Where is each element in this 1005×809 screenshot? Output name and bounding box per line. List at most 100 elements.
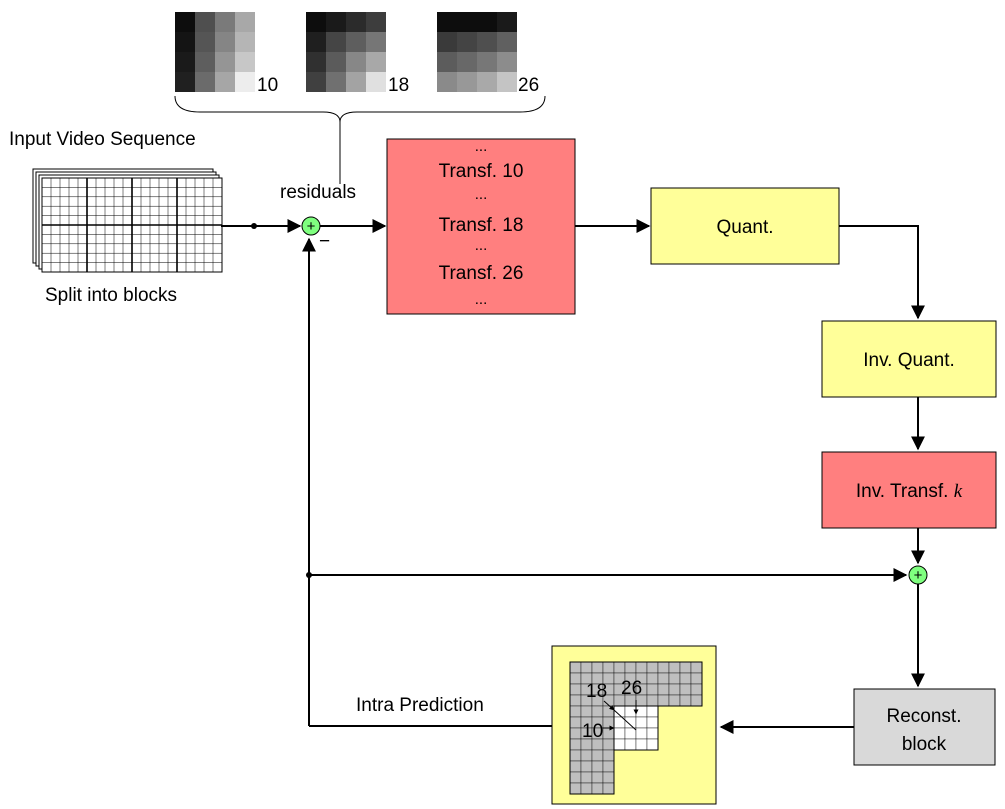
intra-grid-cell [569, 694, 582, 707]
intra-grid-cell [591, 749, 604, 762]
pattern-cell [366, 32, 386, 52]
intra-grid-cell [635, 738, 648, 751]
intra-grid-cell [690, 661, 703, 674]
pattern-cell [457, 72, 477, 92]
intra-grid-cell [679, 672, 692, 685]
intra-mode-10: 10 [582, 721, 603, 742]
pattern-cell [235, 52, 255, 72]
pattern-cell [346, 32, 366, 52]
intra-grid-cell [569, 749, 582, 762]
intra-grid-cell [657, 683, 670, 696]
pattern-cell [346, 52, 366, 72]
intra-grid-cell [646, 705, 659, 718]
pattern-cell [366, 12, 386, 32]
intra-grid-cell [679, 661, 692, 674]
pattern-cell [437, 72, 457, 92]
pattern-10-label: 10 [257, 75, 278, 96]
inv-transform-label: Inv. Transf. k [856, 481, 963, 502]
intra-grid-cell [657, 672, 670, 685]
inv-transform-variable: k [954, 481, 963, 502]
transform-line-3: ... [475, 186, 488, 203]
intra-mode-18: 18 [586, 681, 607, 702]
intra-grid-cell [580, 760, 593, 773]
basis-pattern-10 [175, 12, 255, 92]
pattern-cell [306, 52, 326, 72]
intra-grid-cell [679, 683, 692, 696]
pattern-cell [195, 12, 215, 32]
pattern-cell [497, 72, 517, 92]
pattern-cell [215, 32, 235, 52]
intra-grid-cell [690, 672, 703, 685]
pattern-cell [175, 72, 195, 92]
intra-diagonal [613, 709, 637, 731]
transform-line-6: Transf. 26 [439, 263, 524, 284]
intra-grid-cell [569, 716, 582, 729]
intra-grid-cell [635, 716, 648, 729]
pattern-cell [175, 32, 195, 52]
pattern-cell [366, 72, 386, 92]
intra-grid-cell [613, 661, 626, 674]
pattern-cell [326, 52, 346, 72]
pattern-cell [235, 32, 255, 52]
reconst-line-2: block [902, 734, 947, 755]
pattern-cell [437, 52, 457, 72]
intra-grid-cell [602, 661, 615, 674]
intra-grid-cell [569, 760, 582, 773]
reconst-line-1: Reconst. [887, 706, 962, 727]
intra-grid-cell [657, 694, 670, 707]
intra-grid-cell [624, 738, 637, 751]
adder-plus: + [307, 218, 316, 235]
intra-grid-cell [580, 771, 593, 784]
quant-label: Quant. [716, 217, 773, 238]
intra-grid-cell [646, 738, 659, 751]
intra-grid-cell [569, 705, 582, 718]
transform-line-4: Transf. 18 [439, 215, 524, 236]
pattern-cell [175, 52, 195, 72]
pattern-cell [497, 52, 517, 72]
transform-box [386, 138, 576, 315]
intra-grid-cell [646, 661, 659, 674]
intra-grid-cell [591, 782, 604, 795]
intra-grid-cell [646, 727, 659, 740]
split-blocks-label: Split into blocks [45, 285, 177, 306]
intra-grid-cell [613, 738, 626, 751]
pattern-cell [477, 72, 497, 92]
pattern-cell [477, 52, 497, 72]
pattern-cell [175, 12, 195, 32]
pattern-cell [366, 52, 386, 72]
intra-grid-cell [569, 672, 582, 685]
pattern-cell [346, 72, 366, 92]
inv-transform-box [821, 451, 997, 529]
pattern-cell [477, 12, 497, 32]
pattern-cell [306, 72, 326, 92]
intra-grid-cell [580, 749, 593, 762]
intra-grid-cell [646, 694, 659, 707]
intra-grid-cell [690, 694, 703, 707]
input-junction [251, 223, 257, 229]
intra-grid-cell [668, 683, 681, 696]
intra-grid-cell [657, 661, 670, 674]
reconst-block-box [853, 688, 996, 766]
pattern-cell [306, 12, 326, 32]
pattern-cell [195, 32, 215, 52]
patterns-brace [174, 95, 546, 123]
intra-grid-cell [679, 694, 692, 707]
pattern-cell [437, 32, 457, 52]
pattern-cell [235, 72, 255, 92]
intra-grid-cell [591, 771, 604, 784]
basis-pattern-18 [306, 12, 386, 92]
pattern-cell [497, 12, 517, 32]
input-sequence-label: Input Video Sequence [9, 129, 196, 150]
basis-pattern-26 [437, 12, 517, 92]
pattern-cell [457, 32, 477, 52]
intra-grid-cell [646, 672, 659, 685]
intra-grid-cell [569, 738, 582, 751]
pattern-cell [326, 12, 346, 32]
pattern-cell [497, 32, 517, 52]
intra-grid-cell [580, 705, 593, 718]
intra-grid-cell [569, 661, 582, 674]
intra-grid-cell [602, 782, 615, 795]
inv-transform-text: Inv. Transf. [856, 481, 949, 502]
intra-grid-cell [646, 683, 659, 696]
